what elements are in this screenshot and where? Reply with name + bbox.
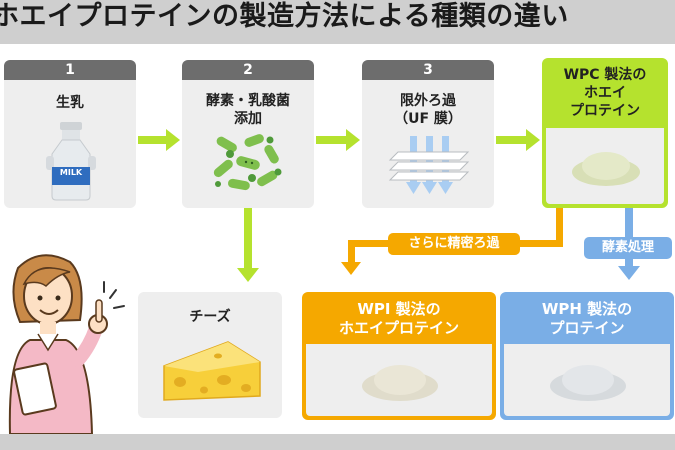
arrow-3-wpc-head [526, 129, 540, 151]
step-3-card: 3 限外ろ過 （UF 膜） [362, 60, 494, 208]
wph-card: WPH 製法の プロテイン [500, 292, 674, 420]
step-1-card: 1 生乳 MILK [4, 60, 136, 208]
wpi-label-line1: WPI 製法の [357, 300, 441, 318]
step-3-label-line2: （UF 膜） [394, 111, 462, 127]
refine-path-vertical [556, 208, 563, 246]
arrow-1-2-head [166, 129, 180, 151]
cheese-icon [163, 341, 261, 401]
enzyme-label: 酵素処理 [584, 237, 672, 259]
arrow-to-cheese-shaft [244, 208, 252, 270]
arrow-2-3-head [346, 129, 360, 151]
cheese-label: チーズ [189, 309, 231, 325]
wph-powder-icon [550, 365, 626, 401]
step-2-label-line1: 酵素・乳酸菌 [206, 93, 290, 109]
enzyme-arrow-head [618, 266, 640, 280]
refine-label: さらに精密ろ過 [388, 233, 520, 255]
filter-membrane-icon [388, 136, 470, 194]
title-bar: ホエイプロテインの製造方法による種類の違い [0, 0, 675, 44]
milk-label: MILK [59, 168, 83, 177]
wph-label-line2: プロテイン [549, 319, 625, 337]
wpi-label-line2: ホエイプロテイン [338, 319, 459, 337]
step-3-label-line1: 限外ろ過 [400, 93, 456, 109]
step-2-number: 2 [182, 60, 314, 80]
step-2-label-line2: 添加 [234, 111, 262, 127]
arrow-1-2-shaft [138, 136, 168, 144]
wpc-powder-icon [572, 152, 640, 186]
wpc-label-line3: プロテイン [570, 103, 640, 119]
wpc-label-line1: WPC 製法の [563, 67, 647, 83]
arrow-2-3-shaft [316, 136, 348, 144]
step-1-number: 1 [4, 60, 136, 80]
arrow-3-wpc-shaft [496, 136, 528, 144]
footer-bar [0, 434, 675, 450]
refine-path-down [348, 240, 355, 264]
bacteria-icon [213, 134, 282, 191]
milk-can-icon [46, 122, 96, 201]
woman-pointing-illustration [8, 254, 125, 434]
wpi-powder-icon [362, 365, 438, 401]
page-title: ホエイプロテインの製造方法による種類の違い [0, 1, 569, 32]
step-2-card: 2 酵素・乳酸菌 添加 [182, 60, 314, 208]
cheese-card: チーズ [138, 292, 282, 418]
wpc-label-line2: ホエイ [584, 85, 626, 101]
wpc-card: WPC 製法の ホエイ プロテイン [542, 58, 668, 208]
wph-label-line1: WPH 製法の [541, 300, 633, 318]
arrow-to-cheese-head [237, 268, 259, 282]
wpi-card: WPI 製法の ホエイプロテイン [302, 292, 496, 420]
refine-arrow-head [341, 262, 361, 275]
step-1-label: 生乳 [56, 95, 84, 111]
step-3-number: 3 [362, 60, 494, 80]
